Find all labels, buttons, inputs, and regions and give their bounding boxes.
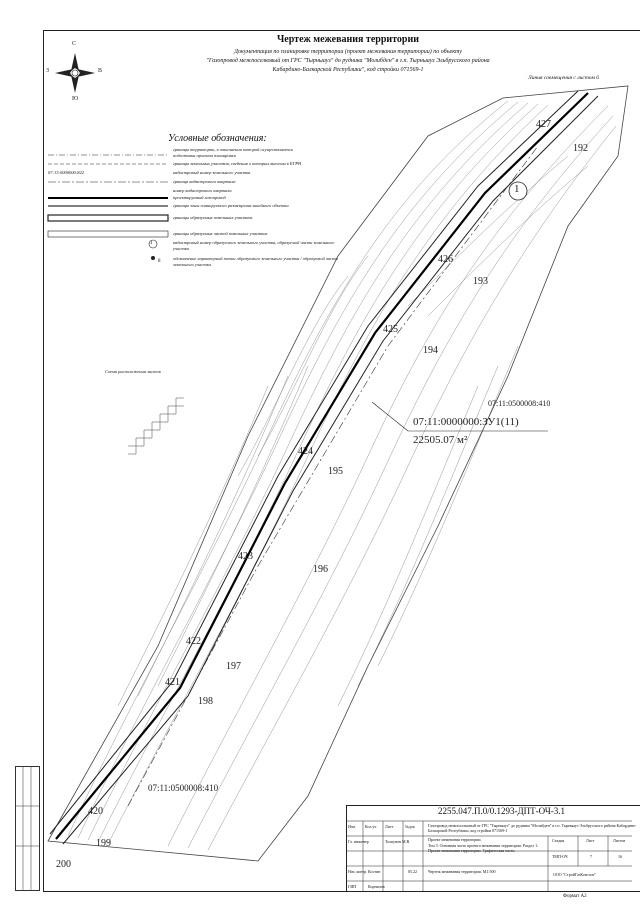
stamp-stage: ТМП-ОЧ: [552, 854, 568, 859]
legend-item: границы зоны планируемого размещения лин…: [173, 203, 289, 208]
legend-item: границы образуемых земельных участков: [173, 215, 253, 220]
legend-point-number: 8: [158, 259, 161, 264]
legend-item: обозначение характерной точки образуемог…: [173, 256, 338, 267]
legend-item: кадастровый номер земельного участка: [173, 170, 251, 175]
stamp-col: Изм.: [348, 824, 356, 829]
stamp-head-stage: Стадия: [552, 838, 565, 843]
point-label: 425: [383, 324, 398, 335]
point-label: 199: [96, 838, 111, 849]
title-block: [346, 805, 640, 892]
point-label: 197: [226, 661, 241, 672]
stamp-lead: Гл. инженер: [348, 839, 369, 844]
format-label: Формат А2: [563, 894, 587, 899]
stamp-project: Проект межевания территории.: [428, 837, 482, 842]
compass-north: С: [72, 41, 77, 47]
drawing-subtitle: Документация по планировке территории (п…: [173, 48, 523, 75]
compass-east: В: [98, 68, 103, 74]
stamp-volume: Том 3. Основная часть проекта межевания …: [428, 843, 539, 853]
quarter-number-label: 07:11:0500008:410: [488, 399, 551, 408]
compass-west: З: [46, 68, 50, 74]
stamp-name-2: Корнилов: [368, 884, 385, 889]
legend-item: граница кадастрового квартала: [173, 179, 236, 184]
contour-lines: [67, 100, 617, 851]
stamp-code: 2255.047.П.0/0.1293-ДПТ-ОЧ-3.1: [438, 806, 566, 816]
legend-item: границы образуемых частей земельных учас…: [173, 231, 268, 236]
point-label: 422: [186, 636, 201, 647]
point-label: 196: [313, 564, 328, 575]
sheet-index-diagram: [128, 397, 184, 455]
drawing-frame: [43, 30, 640, 892]
stamp-organization: ООО "СтройГазКонсалт": [553, 872, 597, 877]
stamp-col: Кол.уч: [365, 824, 377, 829]
legend-item: границы земельных участков, сведения о к…: [173, 161, 302, 166]
subtitle-line-2: "Газопровод межпоселковый от ГРС "Тырныа…: [206, 58, 490, 64]
point-label: 421: [165, 677, 180, 688]
pipeline-line: [55, 92, 589, 840]
parcel-circle-number: 1: [514, 183, 520, 195]
stamp-object: Газопровод межпоселковый от ГРС "Тырныау…: [428, 823, 637, 833]
stamp-lead-name: Толкунов М.В.: [385, 839, 411, 844]
parcel-circle-marker: [508, 181, 528, 201]
stamp-sheets-count: 16: [618, 854, 622, 859]
point-label: 194: [423, 345, 438, 356]
subtitle-line-3: Кабардино-Балкарской Республики", код ст…: [272, 67, 424, 73]
compass-icon: [55, 53, 95, 93]
point-label: 198: [198, 696, 213, 707]
new-parcel-label: 07:11:0000000:ЗУ1(11): [413, 416, 519, 428]
legend-title: Условные обозначения:: [168, 133, 267, 144]
legend-sample-cadastral: 07:13:0000000:822: [48, 170, 84, 175]
stamp-sheet-number: 7: [590, 854, 592, 859]
point-label: 195: [328, 466, 343, 477]
drawing-title: Чертеж межевания территории: [276, 34, 420, 45]
legend-circle-number: 1: [150, 241, 153, 246]
subtitle-line-1: Документация по планировке территории (п…: [234, 49, 462, 55]
legend-item: проектируемый газопровод: [173, 195, 226, 200]
stamp-grid: [346, 820, 632, 892]
territory-boundary: [47, 85, 629, 862]
stamp-col: №док: [405, 824, 415, 829]
drawing-sheet: С Ю В З Чертеж межевания территории Доку…: [8, 6, 640, 899]
sheet-join-label: Линия совмещения с листом 6: [528, 75, 599, 81]
stamp-sheet-title: Чертеж межевания территории. М1:500: [428, 869, 496, 874]
point-label: 424: [298, 446, 313, 457]
sheet-index-note: Схема расположения листов: [105, 369, 161, 374]
point-label: 426: [438, 254, 453, 265]
legend-item: номер кадастрового квартала: [173, 188, 232, 193]
stamp-date: 05.22: [408, 869, 417, 874]
stamp-role-2: ГИП: [348, 884, 357, 889]
point-label: 427: [536, 119, 551, 130]
compass-south: Ю: [72, 96, 79, 102]
map-canvas: [15, 53, 632, 892]
legend-symbols: [47, 154, 169, 260]
stamp-name-1: Костин: [368, 869, 381, 874]
point-label: 423: [238, 551, 253, 562]
point-label: 420: [88, 806, 103, 817]
zone-boundary-right: [62, 95, 599, 845]
left-strip-lines: [15, 766, 40, 891]
point-label: 200: [56, 859, 71, 870]
quarter-number-bottom: 07:11:0500008:410: [148, 783, 219, 793]
stamp-role-1: Нач. контр.: [348, 869, 368, 874]
label-leader: [371, 401, 409, 432]
legend-item: кадастровый номер образуемого земельного…: [173, 240, 335, 251]
point-label: 192: [573, 143, 588, 154]
zone-boundary-left: [49, 90, 579, 835]
stamp-head-sheet: Лист: [586, 838, 595, 843]
parcel-area-label: 22505.07 м²: [413, 434, 468, 446]
quarter-boundary: [127, 145, 539, 807]
stamp-head-sheets: Листов: [613, 838, 626, 843]
point-label: 193: [473, 276, 488, 287]
stamp-col: Лист: [385, 824, 394, 829]
legend-item: границы территории, в отношении которой …: [173, 147, 293, 158]
approval-strip: [15, 766, 40, 891]
